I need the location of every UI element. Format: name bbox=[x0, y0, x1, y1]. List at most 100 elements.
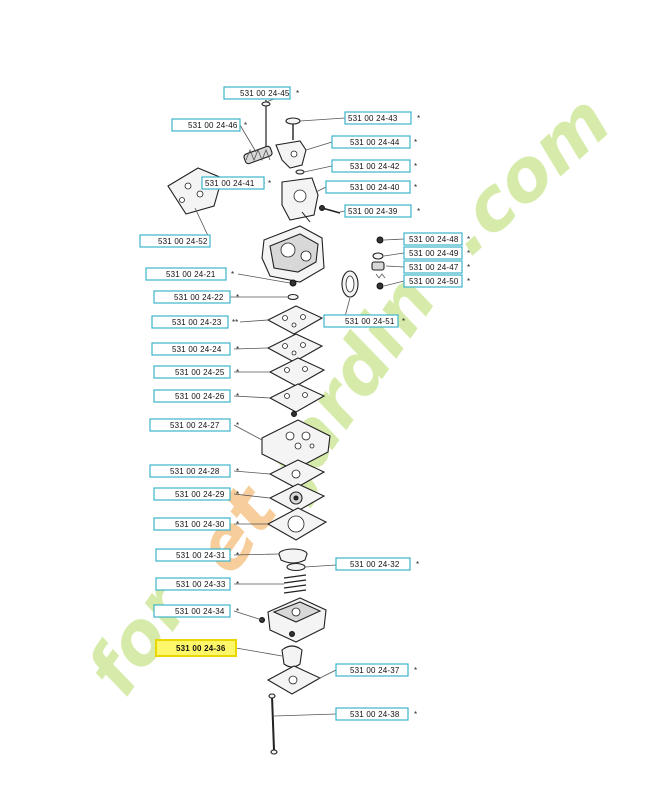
svg-text:531 00 24-31: 531 00 24-31 bbox=[176, 551, 226, 560]
part-label-531-00-24-41: 531 00 24-41 * bbox=[201, 176, 271, 190]
part-label-531-00-24-30: 531 00 24-30 * bbox=[153, 517, 239, 531]
spring-46 bbox=[243, 145, 273, 165]
svg-text:531 00 24-33: 531 00 24-33 bbox=[176, 580, 226, 589]
svg-text:*: * bbox=[236, 467, 239, 476]
svg-text:*: * bbox=[416, 560, 419, 569]
svg-text:*: * bbox=[467, 235, 470, 244]
cup-31 bbox=[278, 548, 308, 564]
body-40 bbox=[281, 177, 319, 223]
part-label-531-00-24-47: 531 00 24-47 * bbox=[403, 260, 470, 274]
svg-text:531 00 24-21: 531 00 24-21 bbox=[166, 270, 216, 279]
part-label-531-00-24-50: 531 00 24-50 * bbox=[403, 274, 470, 288]
svg-text:531 00 24-22: 531 00 24-22 bbox=[174, 293, 224, 302]
svg-text:*: * bbox=[236, 551, 239, 560]
gasket-25 bbox=[268, 357, 326, 387]
part-label-531-00-24-40: 531 00 24-40 * bbox=[325, 180, 417, 194]
part-label-531-00-24-48: 531 00 24-48 * bbox=[403, 232, 470, 246]
part-label-531-00-24-25: 531 00 24-25 * bbox=[153, 365, 239, 379]
svg-text:*: * bbox=[236, 345, 239, 354]
svg-text:531 00 24-41: 531 00 24-41 bbox=[205, 179, 255, 188]
svg-text:531 00 24-42: 531 00 24-42 bbox=[350, 162, 400, 171]
svg-text:*: * bbox=[231, 270, 234, 279]
svg-text:531 00 24-49: 531 00 24-49 bbox=[409, 249, 459, 258]
gasket-26 bbox=[268, 383, 326, 417]
main-body bbox=[261, 225, 325, 283]
diaphragm-29 bbox=[268, 483, 326, 513]
svg-text:531 00 24-51: 531 00 24-51 bbox=[345, 317, 395, 326]
svg-text:*: * bbox=[417, 207, 420, 216]
svg-text:531 00 24-48: 531 00 24-48 bbox=[409, 235, 459, 244]
svg-text:*: * bbox=[414, 666, 417, 675]
part-label-531-00-24-26: 531 00 24-26 * bbox=[153, 389, 239, 403]
part-label-531-00-24-37: 531 00 24-37 * bbox=[335, 663, 417, 677]
svg-text:531 00 24-50: 531 00 24-50 bbox=[409, 277, 459, 286]
part-label-531-00-24-33: 531 00 24-33 * bbox=[155, 577, 239, 591]
part-label-531-00-24-45: 531 00 24-45 * bbox=[223, 86, 299, 100]
part-label-531-00-24-39: 531 00 24-39 * bbox=[344, 204, 420, 218]
part-label-531-00-24-38: 531 00 24-38 * bbox=[335, 707, 417, 721]
svg-text:*: * bbox=[236, 293, 239, 302]
cap-36 bbox=[281, 645, 303, 668]
block-27 bbox=[261, 419, 331, 471]
gasket-37 bbox=[266, 665, 322, 695]
svg-text:531 00 24-37: 531 00 24-37 bbox=[350, 666, 400, 675]
part-label-531-00-24-31: 531 00 24-31 * bbox=[155, 548, 239, 562]
spring-33 bbox=[283, 574, 307, 594]
svg-text:531 00 24-38: 531 00 24-38 bbox=[350, 710, 400, 719]
part-label-531-00-24-23: 531 00 24-23 ** bbox=[151, 315, 238, 329]
ring-51 bbox=[341, 270, 359, 298]
svg-text:*: * bbox=[236, 580, 239, 589]
svg-text:*: * bbox=[296, 89, 299, 98]
part-label-531-00-24-21: 531 00 24-21 * bbox=[145, 267, 234, 281]
part-label-531-00-24-34: 531 00 24-34 * bbox=[153, 604, 239, 618]
svg-text:531 00 24-24: 531 00 24-24 bbox=[172, 345, 222, 354]
svg-text:531 00 24-40: 531 00 24-40 bbox=[350, 183, 400, 192]
svg-text:531 00 24-46: 531 00 24-46 bbox=[188, 121, 238, 130]
pin-42 bbox=[295, 169, 305, 175]
svg-text:*: * bbox=[414, 162, 417, 171]
svg-text:*: * bbox=[236, 421, 239, 430]
svg-text:531 00 24-34: 531 00 24-34 bbox=[175, 607, 225, 616]
svg-text:*: * bbox=[414, 138, 417, 147]
screw-43 bbox=[285, 117, 301, 140]
part-label-531-00-24-51: 531 00 24-51 * bbox=[323, 314, 405, 328]
part-label-531-00-24-46: 531 00 24-46 * bbox=[171, 118, 247, 132]
svg-text:531 00 24-30: 531 00 24-30 bbox=[175, 520, 225, 529]
svg-text:531 00 24-47: 531 00 24-47 bbox=[409, 263, 459, 272]
svg-text:*: * bbox=[236, 520, 239, 529]
svg-text:*: * bbox=[467, 249, 470, 258]
part-label-531-00-24-43: 531 00 24-43 * bbox=[344, 111, 420, 125]
svg-text:*: * bbox=[236, 368, 239, 377]
part-label-531-00-24-24: 531 00 24-24 * bbox=[151, 342, 239, 356]
leader-lines bbox=[194, 92, 405, 717]
gasket-24 bbox=[266, 333, 324, 363]
svg-text:*: * bbox=[236, 607, 239, 616]
svg-text:531 00 24-45: 531 00 24-45 bbox=[240, 89, 290, 98]
part-label-531-00-24-28: 531 00 24-28 * bbox=[149, 464, 239, 478]
svg-text:*: * bbox=[467, 277, 470, 286]
screw-21 bbox=[289, 279, 297, 287]
part-label-531-00-24-42: 531 00 24-42 * bbox=[331, 159, 417, 173]
lever-44 bbox=[275, 140, 307, 169]
gasket-30 bbox=[266, 507, 328, 541]
svg-text:531 00 24-36: 531 00 24-36 bbox=[176, 644, 226, 653]
ring-32 bbox=[286, 562, 306, 572]
svg-text:*: * bbox=[236, 392, 239, 401]
part-label-531-00-24-22: 531 00 24-22 * bbox=[153, 290, 239, 304]
part-label-531-00-24-44: 531 00 24-44 * bbox=[331, 135, 417, 149]
housing-34 bbox=[259, 597, 327, 643]
part-labels: 531 00 24-45 * 531 00 24-46 * 531 00 24-… bbox=[139, 86, 470, 721]
svg-text:*: * bbox=[244, 121, 247, 130]
svg-text:**: ** bbox=[232, 318, 238, 327]
part-label-531-00-24-52: 531 00 24-52 bbox=[139, 234, 211, 248]
svg-text:531 00 24-39: 531 00 24-39 bbox=[348, 207, 398, 216]
gasket-28 bbox=[268, 459, 326, 489]
svg-text:*: * bbox=[414, 183, 417, 192]
washer-22 bbox=[287, 293, 299, 301]
svg-text:531 00 24-27: 531 00 24-27 bbox=[170, 421, 220, 430]
small-parts-right bbox=[371, 236, 386, 290]
part-label-531-00-24-29: 531 00 24-29 * bbox=[153, 487, 239, 501]
part-label-531-00-24-32: 531 00 24-32 * bbox=[335, 557, 419, 571]
svg-text:*: * bbox=[417, 114, 420, 123]
